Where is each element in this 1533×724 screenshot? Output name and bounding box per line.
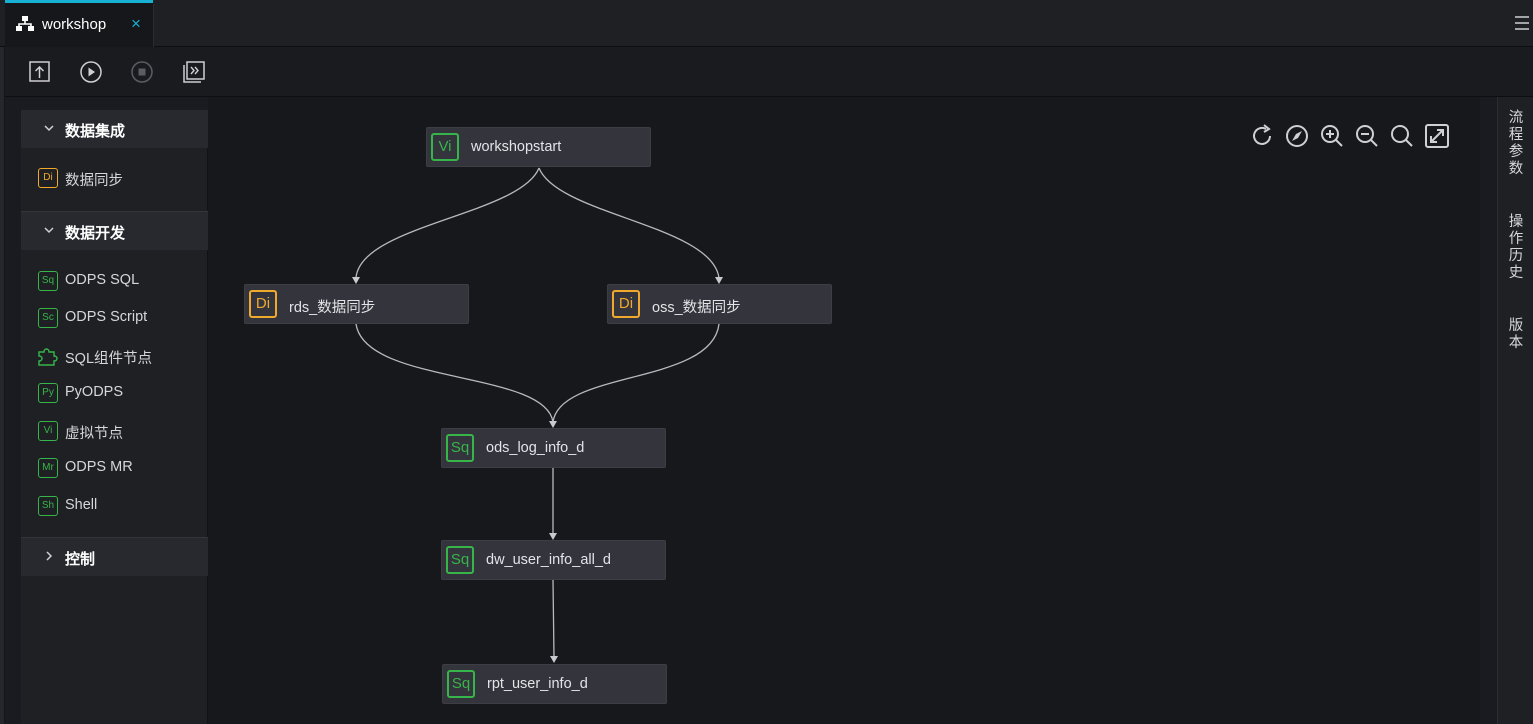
toolbar	[5, 47, 1533, 97]
node-ods-log-info-d[interactable]: Sq ods_log_info_d	[441, 428, 666, 468]
mr-icon: Mr	[38, 458, 58, 478]
palette-item-label: ODPS Script	[65, 309, 148, 325]
right-side-panel: 流 程 参 数 操 作 历 史 版 本	[1497, 97, 1533, 724]
di-icon: Di	[249, 290, 277, 318]
node-label: rds_数据同步	[289, 300, 376, 316]
group-divider	[21, 211, 208, 212]
workflow-canvas[interactable]	[208, 97, 1480, 724]
zoom-in-icon[interactable]	[1318, 122, 1346, 150]
palette-item-label: ODPS SQL	[65, 272, 140, 288]
tab-close-icon[interactable]: ×	[131, 14, 141, 33]
py-icon: Py	[38, 383, 58, 403]
palette-item-label: 虚拟节点	[65, 426, 123, 442]
node-workshopstart[interactable]: Vi workshopstart	[426, 127, 651, 167]
sc-icon: Sc	[38, 308, 58, 328]
tab-title: workshop	[42, 16, 107, 33]
vi-icon: Vi	[431, 133, 459, 161]
palette-item-label: 数据同步	[65, 173, 123, 189]
tab-divider	[153, 4, 154, 47]
node-dw-user-info-all-d[interactable]: Sq dw_user_info_all_d	[441, 540, 666, 580]
palette-item-sql-component[interactable]: SQL组件节点	[21, 341, 208, 371]
node-label: oss_数据同步	[652, 300, 741, 316]
sh-icon: Sh	[38, 496, 58, 516]
chevron-right-icon	[46, 551, 53, 561]
submit-icon[interactable]	[27, 59, 53, 85]
tab-operation-history[interactable]: 操 作 历 史	[1508, 214, 1524, 281]
sq-icon: Sq	[446, 546, 474, 574]
sq-icon: Sq	[446, 434, 474, 462]
left-edge-strip	[0, 0, 5, 724]
node-palette: 数据集成 Di 数据同步 数据开发 Sq ODPS SQL Sc ODPS Sc…	[21, 110, 208, 724]
node-rpt-user-info-d[interactable]: Sq rpt_user_info_d	[442, 664, 667, 704]
tab-workshop[interactable]: workshop ×	[5, 0, 153, 47]
palette-item-virtual-node[interactable]: Vi 虚拟节点	[21, 416, 208, 446]
group-label: 数据集成	[65, 123, 126, 140]
puzzle-icon	[38, 348, 58, 366]
sq-icon: Sq	[447, 670, 475, 698]
palette-item-data-sync[interactable]: Di 数据同步	[21, 163, 208, 193]
palette-item-pyodps[interactable]: Py PyODPS	[21, 378, 208, 408]
zoom-out-icon[interactable]	[1353, 122, 1381, 150]
node-label: rpt_user_info_d	[487, 676, 588, 692]
run-icon[interactable]	[78, 59, 104, 85]
group-header-data-development[interactable]: 数据开发	[21, 212, 208, 250]
node-label: ods_log_info_d	[486, 440, 585, 456]
di-icon: Di	[38, 168, 58, 188]
tab-version[interactable]: 版 本	[1508, 318, 1524, 351]
group-header-data-integration[interactable]: 数据集成	[21, 110, 208, 148]
group-label: 控制	[65, 551, 96, 568]
palette-item-odps-script[interactable]: Sc ODPS Script	[21, 303, 208, 333]
tab-bar: workshop ×	[0, 0, 1533, 47]
sq-icon: Sq	[38, 271, 58, 291]
palette-item-odps-sql[interactable]: Sq ODPS SQL	[21, 266, 208, 296]
palette-item-label: Shell	[65, 497, 98, 513]
group-header-control[interactable]: 控制	[21, 538, 208, 576]
locate-icon[interactable]	[1283, 122, 1311, 150]
chevron-down-icon	[44, 125, 54, 132]
node-label: dw_user_info_all_d	[486, 552, 611, 568]
node-label: workshopstart	[471, 139, 562, 155]
stop-icon[interactable]	[129, 59, 155, 85]
refresh-icon[interactable]	[1248, 122, 1276, 150]
node-rds-sync[interactable]: Di rds_数据同步	[244, 284, 469, 324]
deploy-icon[interactable]	[181, 59, 207, 85]
chevron-down-icon	[44, 227, 54, 234]
workflow-icon	[16, 16, 34, 31]
menu-icon[interactable]	[1514, 14, 1530, 32]
di-icon: Di	[612, 290, 640, 318]
palette-item-shell[interactable]: Sh Shell	[21, 491, 208, 521]
vi-icon: Vi	[38, 421, 58, 441]
node-oss-sync[interactable]: Di oss_数据同步	[607, 284, 832, 324]
tab-flow-parameters[interactable]: 流 程 参 数	[1508, 110, 1524, 177]
palette-item-odps-mr[interactable]: Mr ODPS MR	[21, 453, 208, 483]
canvas-toolbar	[1248, 122, 1458, 152]
palette-item-label: PyODPS	[65, 384, 124, 400]
group-label: 数据开发	[65, 225, 126, 242]
fullscreen-icon[interactable]	[1423, 122, 1451, 150]
search-icon[interactable]	[1388, 122, 1416, 150]
group-divider	[21, 537, 208, 538]
palette-item-label: SQL组件节点	[65, 351, 153, 367]
palette-item-label: ODPS MR	[65, 459, 133, 475]
